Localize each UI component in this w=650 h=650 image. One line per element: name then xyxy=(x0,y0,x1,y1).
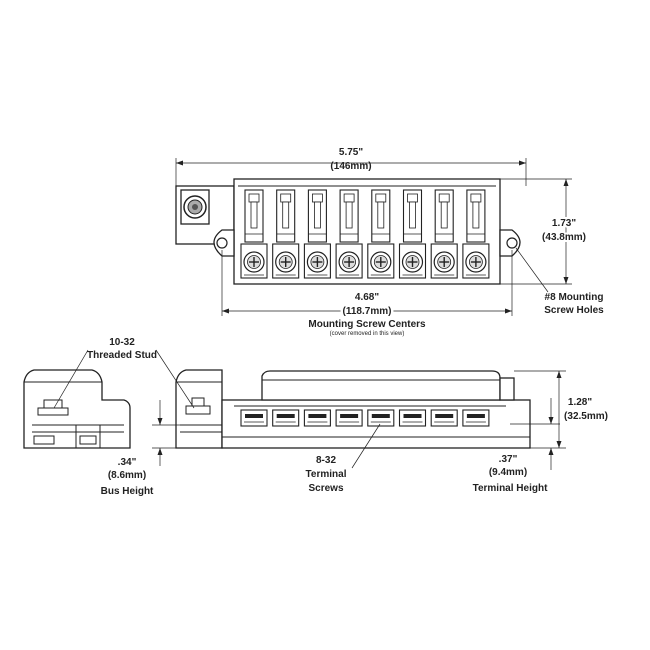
terminal-screws-top xyxy=(240,243,490,279)
stud-leader-right xyxy=(155,349,195,409)
left-mounting-ear xyxy=(213,229,235,257)
terminal-screws-leader xyxy=(351,423,381,469)
height-dimension xyxy=(514,370,566,449)
terminal-screw xyxy=(303,243,331,279)
front-terminal xyxy=(335,409,363,427)
fuse-slots xyxy=(244,189,486,243)
end-view xyxy=(23,369,131,449)
fuse-slot xyxy=(244,189,264,243)
terminal-height-label: Terminal Height xyxy=(473,483,548,494)
mounting-holes-leader xyxy=(515,247,549,293)
bus-height-mm: (8.6mm) xyxy=(108,470,146,481)
front-view: 1.28" (32.5mm) .37" (9.4mm) Terminal Hei… xyxy=(53,337,608,497)
bus-height-dimension xyxy=(152,400,182,466)
fuse-slot xyxy=(434,189,454,243)
front-terminals xyxy=(240,409,490,427)
terminal-screw xyxy=(462,243,490,279)
width-in: 1.73" xyxy=(552,218,576,229)
fuse-slot xyxy=(276,189,296,243)
terminal-screws-line3: Screws xyxy=(308,483,343,494)
front-terminal xyxy=(240,409,268,427)
width-mm: (43.8mm) xyxy=(542,232,586,243)
bus-height-in: .34" xyxy=(118,457,137,468)
terminal-height-dimension xyxy=(510,398,560,470)
fuse-slot xyxy=(466,189,486,243)
fuse-slot xyxy=(371,189,391,243)
mounting-holes-line1: #8 Mounting xyxy=(545,292,604,303)
screw-centers-note: (cover removed in this view) xyxy=(330,331,405,337)
fuse-slot xyxy=(402,189,423,243)
terminal-screws-line2: Terminal xyxy=(306,469,347,480)
screw-centers-label: Mounting Screw Centers xyxy=(308,319,426,330)
fuse-slot xyxy=(339,189,359,243)
stud-label-line2: Threaded Stud xyxy=(87,350,157,361)
overall-length-dimension xyxy=(175,158,527,186)
screw-centers-in: 4.68" xyxy=(355,292,379,303)
height-mm: (32.5mm) xyxy=(564,411,608,422)
front-terminal xyxy=(430,409,458,427)
terminal-height-in: .37" xyxy=(499,454,518,465)
overall-length-in: 5.75" xyxy=(339,147,363,158)
terminal-screw xyxy=(272,243,300,279)
mounting-holes-line2: Screw Holes xyxy=(544,305,604,316)
screw-centers-mm: (118.7mm) xyxy=(343,306,392,317)
front-terminal xyxy=(462,409,490,427)
height-in: 1.28" xyxy=(568,397,592,408)
terminal-screw xyxy=(398,243,427,279)
terminal-height-mm: (9.4mm) xyxy=(489,467,527,478)
top-view: 5.75" (146mm) 1.73" (43.8mm) xyxy=(175,147,604,337)
overall-length-mm: (146mm) xyxy=(330,161,371,172)
stud-label-line1: 10-32 xyxy=(109,337,135,348)
terminal-screws-line1: 8-32 xyxy=(316,455,336,466)
terminal-screw xyxy=(335,243,363,279)
front-terminal xyxy=(303,409,331,427)
terminal-screw xyxy=(367,243,395,279)
right-mounting-ear xyxy=(499,229,521,257)
terminal-screw xyxy=(240,243,268,279)
bus-height-label: Bus Height xyxy=(101,486,154,497)
front-terminal xyxy=(398,409,427,427)
fuse-slot xyxy=(307,189,327,243)
terminal-screw xyxy=(430,243,458,279)
front-terminal xyxy=(367,409,395,427)
stud-leader-left xyxy=(53,349,89,409)
screw-centers-dimension xyxy=(221,250,513,316)
front-terminal xyxy=(272,409,300,427)
